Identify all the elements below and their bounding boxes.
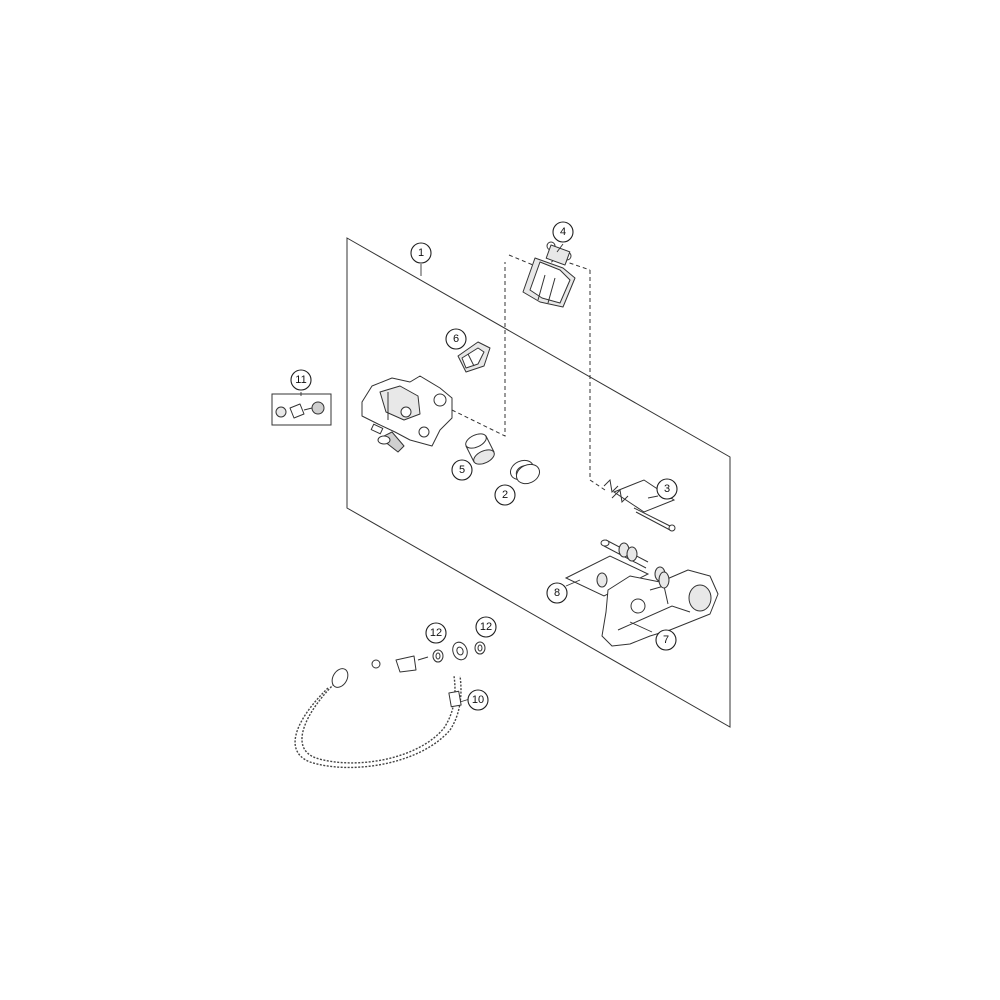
callout-c1: 1 [410, 242, 432, 264]
callout-label: 3 [664, 483, 670, 495]
callout-circle [552, 221, 574, 243]
callout-label: 12 [430, 627, 442, 639]
callout-c6: 6 [445, 328, 467, 350]
callout-label: 8 [554, 587, 560, 599]
caliper-piston[interactable] [463, 431, 496, 467]
callout-circle [410, 242, 432, 264]
pad-pin-kit[interactable] [603, 478, 676, 532]
bleeder-kit[interactable] [271, 393, 332, 426]
callout-circle [656, 478, 678, 500]
pad-guide-line-right [589, 270, 606, 491]
callout-c2: 2 [494, 484, 516, 506]
callout-label: 5 [459, 464, 465, 476]
pad-guide-line-left [451, 262, 506, 437]
guide-pins[interactable] [564, 539, 666, 597]
pad-guide-line-top [508, 254, 591, 271]
callout-label: 1 [418, 247, 424, 259]
callout-circle [467, 689, 489, 711]
callout-label: 7 [663, 634, 669, 646]
callout-circle [655, 629, 677, 651]
callout-circle [546, 582, 568, 604]
callout-c3: 3 [656, 478, 678, 500]
piston-seal-kit[interactable] [507, 457, 542, 487]
brake-hose[interactable] [294, 640, 470, 769]
pad-spring[interactable] [457, 341, 491, 373]
callout-c5: 5 [451, 459, 473, 481]
brake-pads[interactable] [522, 241, 576, 308]
callout-label: 12 [480, 621, 492, 633]
callout-circle [290, 369, 312, 391]
callout-c11: 11 [290, 369, 312, 391]
leader-lines [300, 243, 659, 703]
callout-label: 10 [472, 694, 484, 706]
brake-caliper[interactable] [361, 375, 453, 453]
sealing-washer-right[interactable] [474, 641, 486, 655]
banjo-bolt[interactable] [371, 655, 429, 673]
callout-label: 2 [502, 489, 508, 501]
callout-circle [451, 459, 473, 481]
callout-circle [475, 616, 497, 638]
callout-label: 4 [560, 226, 566, 238]
callout-c12a: 12 [425, 622, 447, 644]
callout-c10: 10 [467, 689, 489, 711]
callout-label: 11 [295, 374, 306, 386]
assembly-frame [346, 237, 731, 728]
callout-c8: 8 [546, 582, 568, 604]
caliper-bracket[interactable] [601, 569, 719, 647]
callout-c12b: 12 [475, 616, 497, 638]
callout-circle [494, 484, 516, 506]
callout-circle [425, 622, 447, 644]
callout-c7: 7 [655, 629, 677, 651]
callout-c4: 4 [552, 221, 574, 243]
callout-circle [445, 328, 467, 350]
sealing-washer-left[interactable] [432, 649, 444, 663]
callout-label: 6 [453, 333, 459, 345]
